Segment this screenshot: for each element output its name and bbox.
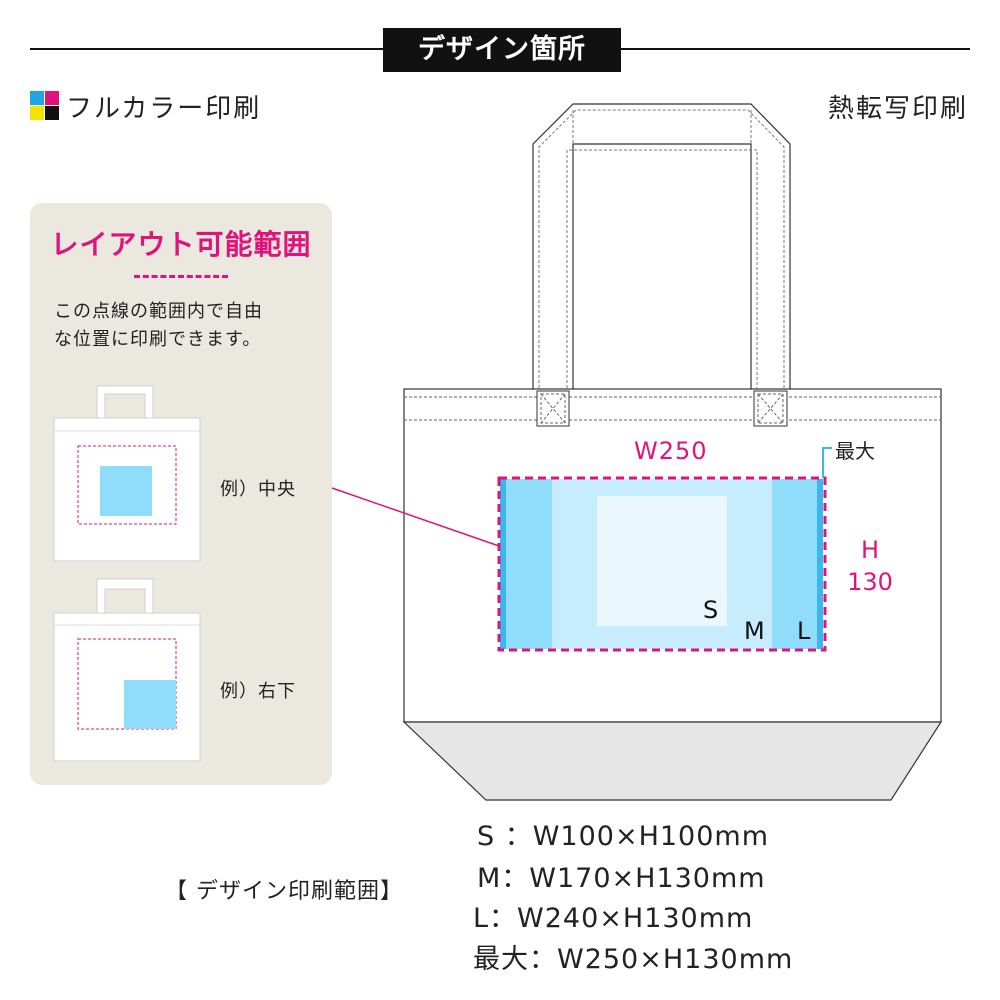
full-color-label: フルカラー印刷 (30, 86, 261, 126)
height-label-h: H (860, 536, 880, 564)
thermal-transfer-label: 熱転写印刷 (827, 94, 968, 124)
max-callout-line (822, 447, 832, 478)
handle-attachment-right (753, 390, 788, 427)
print-area-max-edge-left (500, 479, 506, 649)
bag-gusset (402, 721, 943, 801)
cmyk-icon (30, 91, 60, 121)
print-area-dashed-boundary (497, 476, 827, 652)
handle-attachment-left (536, 390, 570, 427)
example-bag-center-dashed-area (77, 445, 177, 525)
cmyk-cyan-swatch (30, 91, 44, 105)
example-bag-bottom-right (53, 578, 201, 762)
size-s-label: S (703, 596, 719, 624)
max-label: 最大 (835, 439, 875, 463)
description-line-1: この点線の範囲内で自由 (54, 301, 263, 322)
print-area-max-edge-right (817, 479, 823, 649)
example-center-label: 例）中央 (220, 479, 296, 500)
full-color-text: フルカラー印刷 (66, 93, 262, 124)
cmyk-yellow-swatch (30, 106, 44, 120)
size-l-label: L (797, 617, 811, 645)
print-area-s (597, 496, 727, 626)
spec-row-l: L：W240×H130mm (473, 903, 754, 934)
example-bag-center (53, 385, 201, 562)
example-bag-bottom-right-print (124, 680, 176, 729)
design-print-range-label: 【 デザイン印刷範囲】 (165, 879, 403, 904)
spec-row-max: 最大：W250×H130mm (473, 944, 794, 975)
pointer-line (331, 487, 500, 547)
spec-row-s: S ：W100×H100mm (477, 821, 770, 852)
example-bottom-right-label: 例）右下 (220, 681, 296, 702)
size-m-label: M (744, 617, 765, 645)
height-label-value: 130 (847, 568, 893, 596)
dashed-line-legend (134, 275, 228, 278)
layout-panel-description: この点線の範囲内で自由 な位置に印刷できます。 (54, 298, 324, 354)
height-label: H 130 (840, 534, 900, 598)
cmyk-black-swatch (45, 106, 59, 120)
width-label: W250 (634, 437, 708, 465)
spec-row-m: M：W170×H130mm (477, 863, 766, 894)
example-bag-center-print (100, 466, 152, 516)
description-line-2: な位置に印刷できます。 (54, 329, 262, 350)
layout-panel: レイアウト可能範囲 この点線の範囲内で自由 な位置に印刷できます。 例）中央 例… (30, 203, 332, 785)
bag-handles (532, 103, 791, 429)
page-title: デザイン箇所 (383, 28, 621, 72)
layout-panel-title: レイアウト可能範囲 (50, 228, 312, 261)
cmyk-magenta-swatch (45, 91, 59, 105)
